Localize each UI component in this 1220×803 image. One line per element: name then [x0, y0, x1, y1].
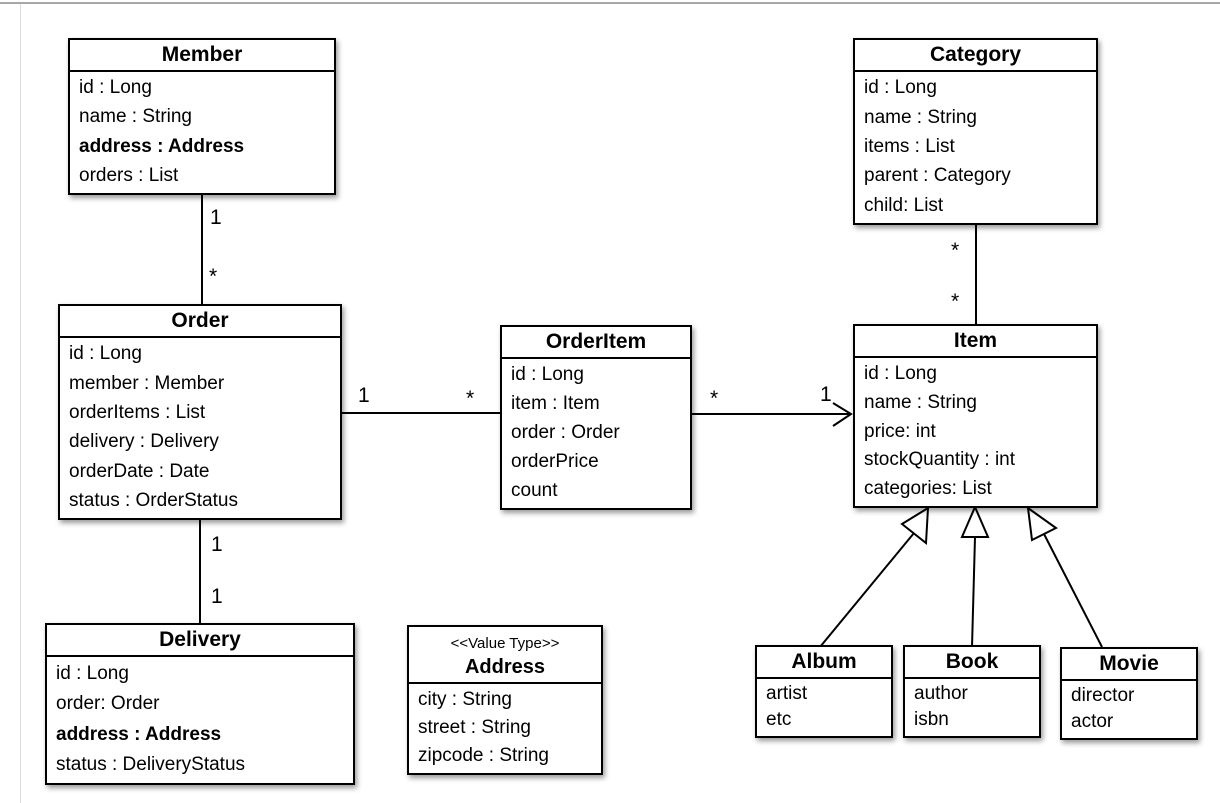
class-order: Order id : Long member : Member orderIte… — [58, 304, 342, 520]
attribute: orders : List — [79, 164, 179, 186]
class-member: Member id : Long name : String address :… — [68, 38, 336, 195]
attribute: orderItems : List — [69, 401, 206, 423]
class-category-attributes: id : Long name : String items : List par… — [855, 72, 1096, 223]
inheritance-triangle-movie-icon — [1026, 505, 1058, 542]
class-member-attributes: id : Long name : String address : Addres… — [70, 72, 334, 193]
attribute: items : List — [864, 136, 955, 158]
attribute: child: List — [864, 194, 944, 216]
multiplicity-orderitem-item-one: 1 — [820, 383, 832, 406]
attribute: item : Item — [511, 393, 600, 415]
class-delivery-title: Delivery — [47, 625, 353, 657]
class-orderitem: OrderItem id : Long item : Item order : … — [500, 325, 692, 510]
generalization-book-item — [971, 536, 976, 648]
class-member-title: Member — [70, 40, 334, 72]
inheritance-triangle-album-icon — [900, 506, 930, 545]
class-delivery-attributes: id : Long order: Order address : Address… — [47, 657, 353, 783]
attribute: status : OrderStatus — [69, 489, 238, 511]
attribute: street : String — [418, 717, 531, 739]
attribute: id : Long — [69, 343, 142, 365]
attribute: delivery : Delivery — [69, 431, 219, 453]
attribute: price: int — [864, 420, 936, 442]
class-address-name: Address — [464, 656, 546, 678]
class-item-attributes: id : Long name : String price: int stock… — [855, 358, 1096, 506]
arrowhead-to-item-icon — [832, 402, 853, 427]
multiplicity-category-item-many-top: * — [951, 239, 960, 262]
attribute: address : Address — [79, 135, 245, 157]
attribute: author — [914, 682, 968, 704]
attribute: id : Long — [511, 364, 584, 386]
class-order-attributes: id : Long member : Member orderItems : L… — [60, 338, 340, 518]
class-movie-title: Movie — [1062, 649, 1196, 681]
attribute: status : DeliveryStatus — [56, 754, 246, 776]
stereotype-label: <<Value Type>> — [450, 635, 560, 652]
attribute: actor — [1071, 711, 1114, 733]
attribute: id : Long — [79, 77, 152, 99]
attribute: name : String — [864, 391, 977, 413]
generalization-movie-item — [1043, 533, 1103, 648]
attribute: count — [511, 480, 558, 502]
class-item-title: Item — [855, 326, 1096, 358]
attribute: zipcode : String — [418, 745, 549, 767]
class-item: Item id : Long name : String price: int … — [853, 324, 1098, 508]
attribute: isbn — [914, 709, 949, 731]
multiplicity-order-orderitem-one: 1 — [358, 384, 370, 407]
attribute: parent : Category — [864, 165, 1011, 187]
class-book-title: Book — [905, 647, 1039, 679]
attribute: member : Member — [69, 372, 225, 394]
class-album-title: Album — [757, 647, 891, 679]
attribute: name : String — [79, 106, 192, 128]
attribute: address : Address — [56, 723, 222, 745]
multiplicity-order-orderitem-many: * — [466, 387, 475, 410]
class-address: <<Value Type>> Address city : String str… — [407, 625, 603, 775]
attribute: director — [1071, 684, 1135, 706]
multiplicity-member-order-one: 1 — [210, 206, 222, 229]
class-orderitem-attributes: id : Long item : Item order : Order orde… — [502, 359, 690, 508]
attribute: order: Order — [56, 693, 160, 715]
class-movie: Movie director actor — [1060, 647, 1198, 740]
multiplicity-category-item-many-bottom: * — [951, 290, 960, 313]
attribute: id : Long — [864, 363, 937, 384]
attribute: id : Long — [56, 662, 129, 684]
class-order-title: Order — [60, 306, 340, 338]
class-movie-attributes: director actor — [1062, 681, 1196, 738]
class-album: Album artist etc — [755, 645, 893, 738]
class-album-attributes: artist etc — [757, 679, 891, 736]
class-delivery: Delivery id : Long order: Order address … — [45, 623, 355, 785]
multiplicity-orderitem-item-many: * — [710, 387, 719, 410]
generalization-album-item — [819, 532, 915, 648]
class-book-attributes: author isbn — [905, 679, 1039, 736]
class-category-title: Category — [855, 40, 1096, 72]
attribute: name : String — [864, 106, 977, 128]
page-top-rule — [0, 2, 1220, 4]
attribute: id : Long — [864, 77, 937, 99]
class-book: Book author isbn — [903, 645, 1041, 738]
attribute: etc — [766, 709, 792, 731]
attribute: artist — [766, 682, 808, 704]
multiplicity-order-delivery-one-bottom: 1 — [211, 585, 223, 608]
inheritance-triangle-book-icon — [960, 504, 990, 538]
class-address-title: <<Value Type>> Address — [409, 627, 601, 684]
attribute: orderDate : Date — [69, 460, 210, 482]
multiplicity-order-delivery-one-top: 1 — [211, 533, 223, 556]
attribute: orderPrice — [511, 451, 599, 473]
class-orderitem-title: OrderItem — [502, 327, 690, 359]
class-category: Category id : Long name : String items :… — [853, 38, 1098, 225]
multiplicity-member-order-many: * — [209, 265, 218, 288]
attribute: stockQuantity : int — [864, 449, 1016, 471]
attribute: order : Order — [511, 422, 620, 444]
attribute: city : String — [418, 688, 512, 710]
page-left-rule — [20, 4, 21, 803]
attribute: categories: List — [864, 478, 992, 500]
class-address-attributes: city : String street : String zipcode : … — [409, 684, 601, 773]
